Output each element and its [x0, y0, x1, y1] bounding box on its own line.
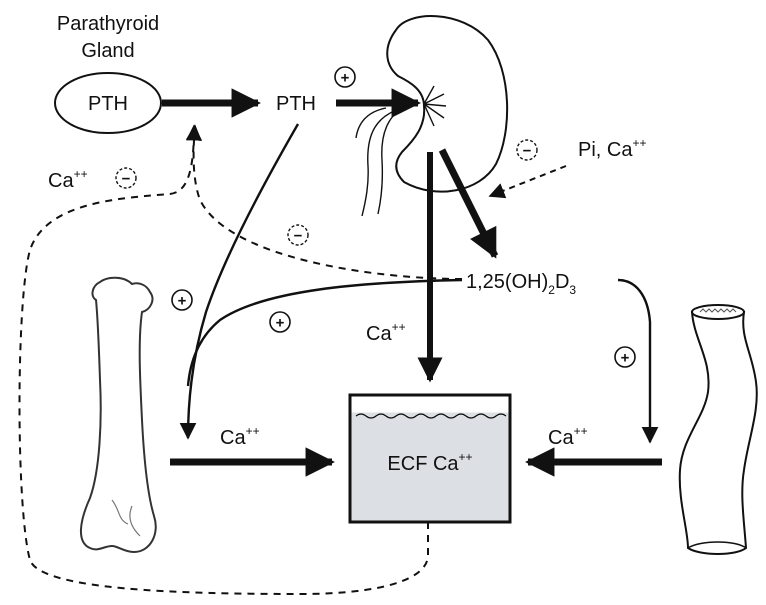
pth-to-bone-arrow — [179, 123, 300, 440]
ecf-calcium-reservoir — [348, 393, 512, 524]
svg-text:+: + — [341, 70, 350, 87]
phosphate-calcium-label: Pi, Ca++ — [578, 136, 646, 161]
parathyroid-label-line2: Gland — [81, 40, 134, 62]
plus-sign-icon: + — [269, 311, 291, 333]
plus-sign-icon: + — [171, 289, 193, 311]
kidney-calcium-label: Ca++ — [366, 320, 406, 345]
pth-circulating-label: PTH — [276, 93, 316, 115]
kidney-icon — [355, 15, 509, 217]
vitamin-d-feedback-arrow — [185, 124, 463, 280]
vitamin-d-label: 1,25(OH)2D3 — [466, 271, 576, 297]
kidney-to-vitamin-d-arrow — [438, 148, 499, 259]
plus-sign-icon: + — [334, 66, 356, 88]
vitamin-d-to-gut-arrow — [617, 278, 659, 444]
minus-sign-icon: − — [516, 139, 538, 161]
parathyroid-label: Parathyroid Gland — [57, 13, 159, 62]
parathyroid-label-line1: Parathyroid — [57, 13, 159, 35]
pth-gland-label: PTH — [88, 93, 128, 115]
ecf-calcium-label: ECF Ca++ — [387, 450, 472, 475]
gland-calcium-label: Ca++ — [48, 167, 88, 192]
bone-icon — [80, 276, 157, 554]
svg-text:−: − — [294, 228, 303, 245]
svg-text:−: − — [523, 143, 532, 160]
bone-calcium-label: Ca++ — [220, 424, 260, 449]
intestine-icon — [678, 304, 758, 555]
svg-text:−: − — [122, 171, 131, 188]
phosphate-calcium-inhibition-arrow — [488, 165, 567, 199]
svg-text:+: + — [276, 315, 285, 332]
vitamin-d-to-bone-arrow — [186, 278, 463, 387]
gut-calcium-label: Ca++ — [548, 424, 588, 449]
svg-text:+: + — [178, 293, 187, 310]
minus-sign-icon: − — [287, 224, 309, 246]
plus-sign-icon: + — [614, 346, 636, 368]
svg-text:+: + — [621, 350, 630, 367]
ecf-calcium-feedback-arrow — [18, 124, 429, 596]
minus-sign-icon: − — [115, 167, 137, 189]
parathyroid-gland-icon — [54, 72, 162, 134]
